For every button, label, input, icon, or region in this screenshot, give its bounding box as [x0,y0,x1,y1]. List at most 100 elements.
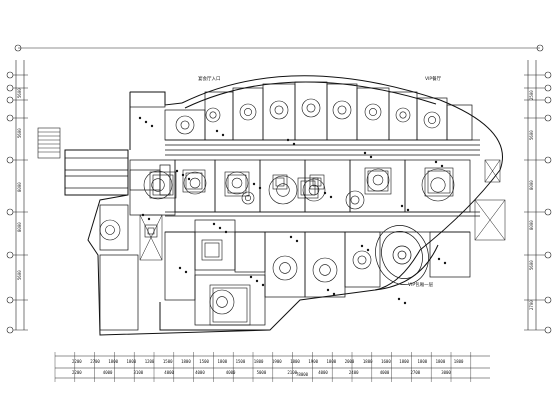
downlight [397,297,401,301]
ceiling-light-ring [175,115,195,135]
dimension-lines [14,44,544,379]
bottom-dim-text: 4000 [103,370,113,375]
left-dim-4: 8000 [17,222,22,232]
downlight [406,208,410,212]
ceiling-coffer [424,167,454,197]
right-axis-markers [524,71,552,334]
ceiling-light [350,195,360,205]
downlight [212,222,216,226]
downlight [221,133,225,137]
ceiling-coffer [297,177,319,199]
ceiling-light-ring [332,100,352,120]
downlight [329,195,333,199]
interior-walls [99,81,473,331]
right-dim-3: 8000 [529,180,534,190]
downlight [366,248,370,252]
downlight [181,173,185,177]
bottom-dim-text: 4000 [164,370,174,375]
ceiling-light [151,178,165,192]
downlight [443,261,447,265]
bottom-dim-text: 4000 [195,370,205,375]
bottom-dim-text: 2200 [72,359,82,364]
bottom-dim-text: 1800 [454,359,464,364]
bottom-dim-text: 1900 [272,359,282,364]
bottom-dim-text: 1900 [308,359,318,364]
room-outline [129,91,166,108]
ceiling-light-ring [352,250,372,270]
downlight [258,186,262,190]
ceiling-light-ring [421,168,455,202]
bottom-dim-text: 3000 [441,370,451,375]
downlight [261,283,265,287]
bottom-dim-text: 5000 [257,370,267,375]
ceiling-coffer [201,239,223,261]
ceiling-light-ring [205,107,221,123]
ceiling-coffer-inner [427,170,451,194]
downlight [295,239,299,243]
ceiling-light [369,108,377,116]
bottom-dim-text: 2100 [287,370,297,375]
ceiling-coffer-inner [367,170,389,192]
downlight [147,217,151,221]
ceiling-light-ring [302,178,326,202]
label-south-oval: VIP包厢一层 [408,281,434,288]
ceiling-light [276,183,290,197]
bottom-dim-text: 4000 [226,370,236,375]
left-dim-3: 8000 [17,182,22,192]
ceiling-coffer-inner [300,180,316,196]
downlight [289,235,293,239]
bottom-dim-text: 1500 [236,359,246,364]
room-outline [344,231,381,288]
ceiling-light-ring [423,111,441,129]
downlight [184,270,188,274]
ceiling-coffer [272,174,288,190]
downlight [178,266,182,270]
downlight [138,116,142,120]
downlight [363,151,367,155]
downlight [403,301,407,305]
ceiling-light-ring [183,171,207,195]
room-outline [429,231,471,278]
left-stair [37,127,61,159]
downlight [326,288,330,292]
downlight [323,191,327,195]
ceiling-coffer-inner [275,177,285,187]
bottom-dim-text: 1800 [218,359,228,364]
bottom-dim-text: 2700 [411,370,421,375]
right-dimension-texts: 2500 5600 8000 8000 5600 2700 [529,90,534,310]
oval-vip-room [375,225,429,285]
room-outline [446,104,473,141]
ceiling-light [216,296,228,308]
ceiling-coffer-inner [185,172,203,190]
bottom-dim-text: 3100 [134,370,144,375]
ceiling-light [279,262,291,274]
ceiling-light-ring [301,98,321,118]
ceiling-light-ring [312,257,338,283]
right-dim-5: 5600 [529,260,534,270]
ceiling-light [209,111,217,119]
ceiling-light-ring [239,103,257,121]
ceiling-light-ring [269,100,289,120]
ceiling-light [306,103,316,113]
downlight [144,120,148,124]
left-axis-markers [6,71,28,334]
left-dimension-texts: 5600 5600 8000 8000 5600 [17,88,22,280]
bottom-dim-text: 1500 [163,359,173,364]
ceiling-coffer [209,284,251,326]
ceiling-light-ring [99,219,121,241]
left-dim-5: 5600 [17,270,22,280]
bottom-dim-text: 2000 [345,359,355,364]
ceiling-light-ring [364,103,382,121]
label-north-left: 宴会厅入口 [198,75,221,82]
right-dim-6: 2700 [529,300,534,310]
ceiling-light [337,105,347,115]
bottom-dim-text: 1800 [290,359,300,364]
downlight [224,230,228,234]
downlight [292,142,296,146]
bottom-dim-text: 1800 [327,359,337,364]
ceiling-coffer [182,169,206,193]
bottom-dim-text: 4000 [380,370,390,375]
bottom-dim-text: 2200 [72,370,82,375]
